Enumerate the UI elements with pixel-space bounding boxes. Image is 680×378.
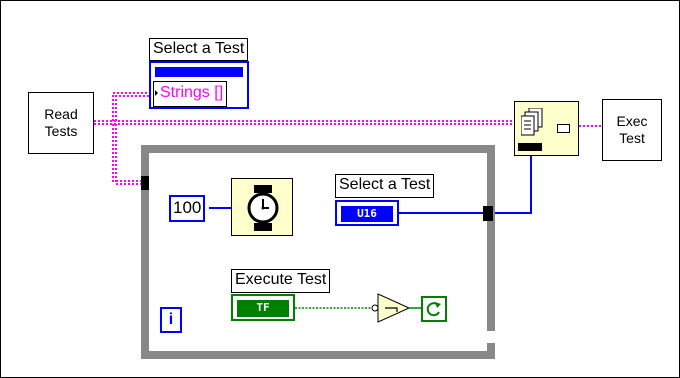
select-test-u16-terminal[interactable]: U16 <box>335 200 399 226</box>
string-wire-up-2[interactable] <box>115 95 151 121</box>
select-test-ring[interactable]: Strings [] <box>149 61 249 109</box>
loop-condition-icon <box>426 302 441 317</box>
exec-test-line1: Exec <box>616 113 648 129</box>
ring-strings: Strings [] <box>153 81 228 107</box>
ring-strings-text: Strings [] <box>160 84 224 101</box>
while-loop-frame[interactable] <box>141 145 495 359</box>
read-tests-subvi[interactable]: Read Tests <box>28 92 94 154</box>
read-tests-line1: Read <box>44 106 78 122</box>
index-input-arrow-icon <box>518 143 542 151</box>
numeric-wires <box>209 151 532 214</box>
numeric-wire-out[interactable] <box>491 151 532 214</box>
not-function-icon[interactable] <box>371 293 411 323</box>
string-wires <box>94 92 602 185</box>
string-wire-down[interactable] <box>112 124 141 182</box>
loop-tunnel-right[interactable] <box>483 206 493 221</box>
u16-chip: U16 <box>341 206 393 222</box>
execute-test-tf-terminal[interactable]: TF <box>231 294 295 321</box>
tf-chip: TF <box>237 300 289 317</box>
index-array-node[interactable] <box>514 101 579 156</box>
loop-tunnel-left[interactable] <box>141 176 149 190</box>
iteration-terminal[interactable]: i <box>160 307 182 333</box>
ring-bar <box>155 67 243 77</box>
execute-test-label: Execute Test <box>231 269 331 293</box>
constant-100[interactable]: 100 <box>169 195 206 222</box>
stopwatch-icon <box>247 185 279 231</box>
index-output-box-icon <box>557 124 570 133</box>
select-test-label-inner: Select a Test <box>335 174 435 198</box>
exec-test-subvi[interactable]: Exec Test <box>602 99 662 161</box>
exec-test-line2: Test <box>619 130 645 146</box>
loop-frame-gap <box>487 331 497 343</box>
select-test-label-top: Select a Test <box>149 38 249 61</box>
index-array-icon <box>520 107 543 136</box>
ring-arrow-icon <box>155 90 158 96</box>
string-wire-up[interactable] <box>112 92 151 121</box>
read-tests-line2: Tests <box>44 123 78 139</box>
iteration-terminal-text: i <box>168 311 174 328</box>
wait-ms-node[interactable] <box>231 178 293 236</box>
string-wire-down-2[interactable] <box>115 124 141 185</box>
loop-condition-terminal[interactable] <box>421 296 447 322</box>
